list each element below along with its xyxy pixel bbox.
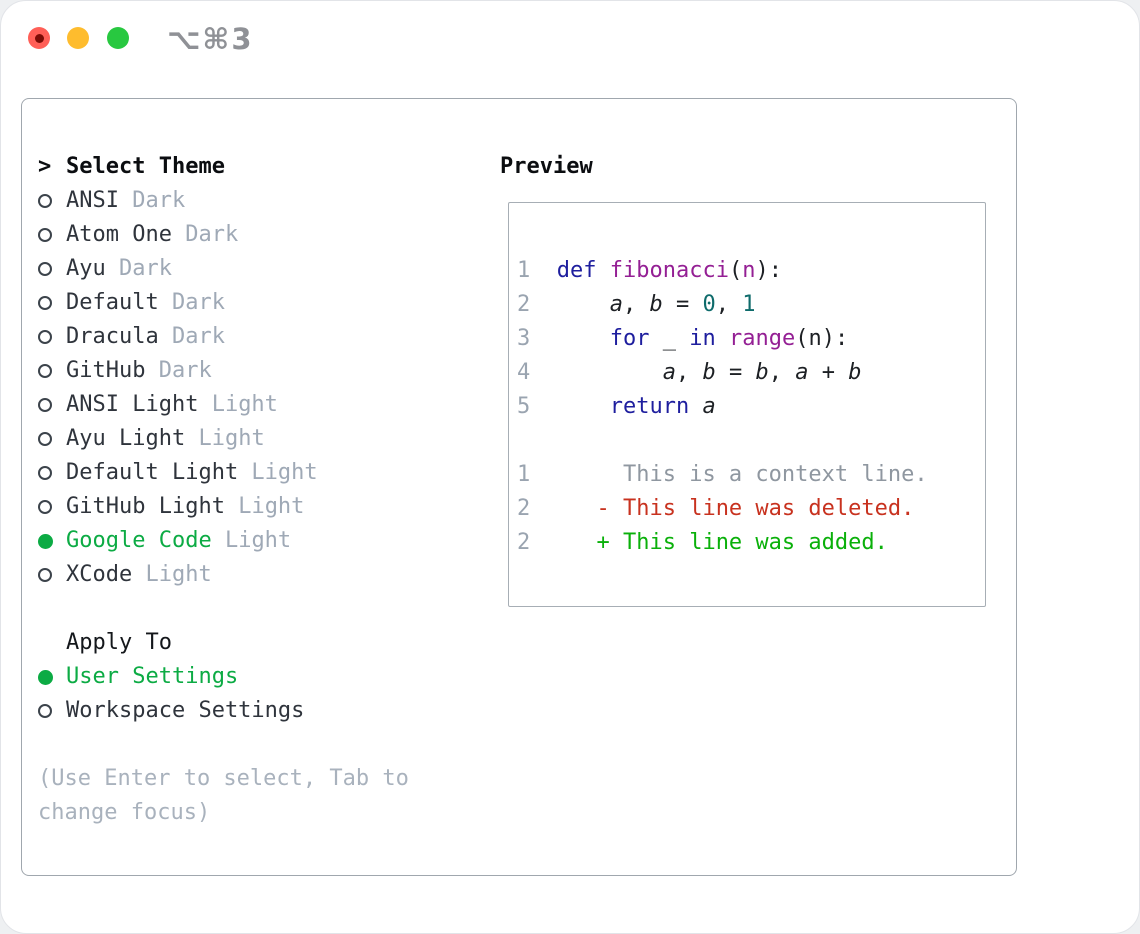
option-variant-label: Dark [158, 290, 225, 315]
theme-option[interactable]: GitHub Dark [38, 354, 482, 388]
option-label: Google Code [66, 528, 212, 553]
option-label: GitHub Light [66, 494, 225, 519]
keyboard-hint: (Use Enter to select, Tab to change focu… [38, 766, 409, 825]
option-variant-label: Light [238, 460, 318, 485]
option-label: ANSI Light [66, 392, 199, 417]
radio-unselected-icon [38, 262, 52, 276]
theme-option[interactable]: Dracula Dark [38, 320, 482, 354]
radio-selected-icon [38, 533, 53, 549]
code-line [517, 220, 985, 254]
radio-unselected-icon [38, 704, 52, 718]
option-label: Dracula [66, 324, 159, 349]
apply-to-option[interactable]: Workspace Settings [38, 694, 482, 728]
option-label: XCode [66, 562, 133, 587]
window-title-shortcut: ⌥⌘3 [167, 22, 254, 56]
close-window-button[interactable] [28, 27, 50, 49]
code-line: 3 for _ in range(n): [517, 326, 849, 351]
theme-option[interactable]: Ayu Dark [38, 252, 482, 286]
code-line: 5 return a [517, 394, 716, 419]
option-label: GitHub [66, 358, 146, 383]
option-variant-label: Light [185, 426, 265, 451]
option-variant-label: Light [198, 392, 278, 417]
theme-option[interactable]: Ayu Light Light [38, 422, 482, 456]
code-line: 2 + This line was added. [517, 530, 888, 555]
radio-unselected-icon [38, 568, 52, 582]
option-label: Default Light [66, 460, 239, 485]
radio-selected-icon [38, 669, 53, 685]
code-preview: 1 def fibonacci(n): 2 a, b = 0, 1 3 for _ … [509, 203, 985, 560]
option-label: Atom One [66, 222, 172, 247]
theme-option[interactable]: Default Light Light [38, 456, 482, 490]
radio-unselected-icon [38, 330, 52, 344]
option-label: User Settings [66, 664, 239, 689]
theme-option[interactable]: Atom One Dark [38, 218, 482, 252]
apply-to-header: Apply To [38, 626, 482, 660]
preview-pane: 1 def fibonacci(n): 2 a, b = 0, 1 3 for _ … [508, 202, 986, 607]
theme-option[interactable]: GitHub Light Light [38, 490, 482, 524]
option-variant-label: Light [224, 494, 305, 519]
code-line: 1 def fibonacci(n): [517, 258, 782, 283]
spacer [38, 728, 482, 762]
option-variant-label: Light [132, 562, 212, 587]
theme-option[interactable]: ANSI Dark [38, 184, 482, 218]
minimize-window-button[interactable] [67, 27, 89, 49]
select-theme-label: Select Theme [66, 154, 225, 179]
option-variant-label: Dark [158, 324, 225, 349]
option-variant-label: Dark [118, 188, 186, 213]
option-label: Default [66, 290, 159, 315]
option-variant-label: Dark [105, 256, 172, 281]
theme-option[interactable]: Default Dark [38, 286, 482, 320]
prompt-icon: > [38, 154, 52, 179]
option-label: Workspace Settings [66, 698, 305, 723]
theme-option[interactable]: XCode Light [38, 558, 482, 592]
option-variant-label: Light [211, 528, 292, 553]
radio-unselected-icon [38, 296, 52, 310]
spacer [38, 592, 482, 626]
radio-unselected-icon [38, 432, 52, 446]
radio-unselected-icon [38, 500, 52, 514]
option-variant-label: Dark [145, 358, 212, 383]
code-line: 2 - This line was deleted. [517, 496, 915, 521]
zoom-window-button[interactable] [107, 27, 129, 49]
radio-unselected-icon [38, 228, 52, 242]
apply-to-label: Apply To [66, 630, 172, 655]
option-label: ANSI [66, 188, 119, 213]
theme-option[interactable]: Google Code Light [38, 524, 482, 558]
option-variant-label: Dark [171, 222, 239, 247]
radio-unselected-icon [38, 194, 52, 208]
radio-unselected-icon [38, 398, 52, 412]
code-line: 1 This is a context line. [517, 462, 928, 487]
code-line [517, 424, 985, 458]
apply-to-option[interactable]: User Settings [38, 660, 482, 694]
preview-title: Preview [500, 154, 593, 179]
radio-unselected-icon [38, 364, 52, 378]
code-line: 2 a, b = 0, 1 [517, 292, 756, 317]
code-line: 4 a, b = b, a + b [517, 360, 862, 385]
select-theme-header: > Select Theme [38, 150, 482, 184]
radio-unselected-icon [38, 466, 52, 480]
theme-option[interactable]: ANSI Light Light [38, 388, 482, 422]
option-label: Ayu Light [66, 426, 186, 451]
option-label: Ayu [66, 256, 106, 281]
